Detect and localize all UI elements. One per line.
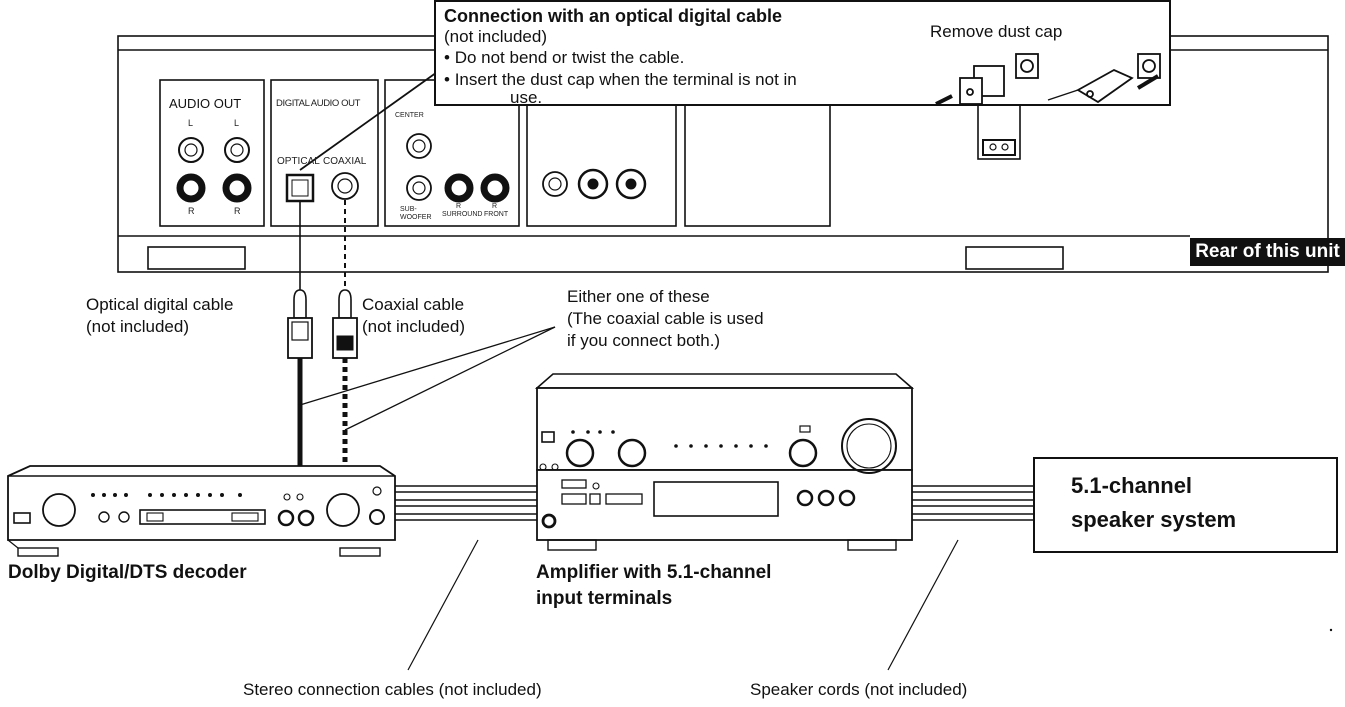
audio-out-l2-label: L (234, 118, 240, 128)
amplifier-indicator-dots (571, 430, 768, 448)
optical-cable-label-line1: Optical digital cable (86, 295, 234, 314)
stereo-cables-label: Stereo connection cables (not included) (243, 680, 542, 699)
either-label-line3: if you connect both.) (567, 331, 721, 350)
digital-audio-out-label: DIGITAL AUDIO OUT (276, 98, 360, 109)
audio-out-r1-label: R (188, 206, 195, 216)
sub-woofer-label: SUB- WOOFER (400, 206, 432, 221)
decoder-label: Dolby Digital/DTS decoder (8, 562, 247, 583)
surround-label: SURROUND (442, 211, 483, 218)
speaker-system-label-line1: 5.1-channel (1071, 473, 1193, 498)
callout-bullet-2: • Insert the dust cap when the terminal … (444, 70, 797, 89)
either-label-line1: Either one of these (567, 287, 710, 306)
dust-cap-illustration (935, 53, 1161, 106)
dust-cap-label: Remove dust cap (930, 22, 1063, 41)
audio-out-r1-jack (176, 173, 206, 203)
audio-out-r2-label: R (234, 206, 241, 216)
either-label-line2: (The coaxial cable is used (567, 309, 764, 328)
decoder-indicator-dots (91, 493, 242, 497)
coaxial-cable (332, 200, 358, 467)
front-label: FRONT (484, 211, 509, 218)
callout-pointer (299, 69, 441, 171)
callout-title: Connection with an optical digital cable (444, 6, 783, 26)
speaker-cords (912, 485, 1033, 521)
callout-bullet-1-text: Do not bend or twist the cable. (454, 48, 685, 67)
speaker-system-box: 5.1-channel speaker system (1033, 457, 1338, 553)
audio-out-l1-label: L (188, 118, 194, 128)
audio-out-label: AUDIO OUT (169, 96, 242, 111)
optical-cable-label-line2: (not included) (86, 317, 190, 336)
stereo-connection-cables (395, 485, 537, 521)
audio-out-r2-jack (222, 173, 252, 203)
amplifier-label-line2: input terminals (536, 588, 673, 609)
optical-cable (287, 200, 313, 467)
front-r-label: R (492, 203, 498, 210)
rear-unit-foot-right (965, 246, 1064, 270)
rear-unit-foot-left (147, 246, 246, 270)
callout-bullet-1: • Do not bend or twist the cable. (444, 48, 685, 67)
either-pointer-lines (299, 326, 556, 431)
audio-out-panel (159, 79, 265, 227)
coaxial-label: COAXIAL (323, 156, 367, 167)
optical-cable-callout: Connection with an optical digital cable… (434, 0, 1171, 106)
decoder-device (7, 465, 396, 557)
callout-bullet-2-text: Insert the dust cap when the terminal is… (454, 70, 797, 89)
amplifier-device (534, 373, 915, 551)
bottom-pointer-lines (407, 539, 959, 671)
coaxial-terminal (331, 172, 359, 200)
rear-of-unit-badge: Rear of this unit (1190, 238, 1345, 266)
stray-mark (1329, 628, 1333, 632)
surround-r-label: R (456, 203, 462, 210)
coaxial-cable-label-line2: (not included) (362, 317, 466, 336)
audio-out-l2-jack (224, 137, 250, 163)
amplifier-label-line1: Amplifier with 5.1-channel (536, 562, 772, 583)
optical-label: OPTICAL (277, 156, 320, 167)
channel-output-panel (384, 79, 520, 227)
center-label: CENTER (395, 112, 424, 119)
speaker-system-label-line2: speaker system (1071, 507, 1237, 532)
callout-bullet-3: use. (510, 88, 543, 107)
coaxial-cable-label-line1: Coaxial cable (362, 295, 465, 314)
callout-subtitle: (not included) (444, 27, 548, 46)
speaker-cords-label: Speaker cords (not included) (750, 680, 968, 699)
audio-out-l1-jack (178, 137, 204, 163)
